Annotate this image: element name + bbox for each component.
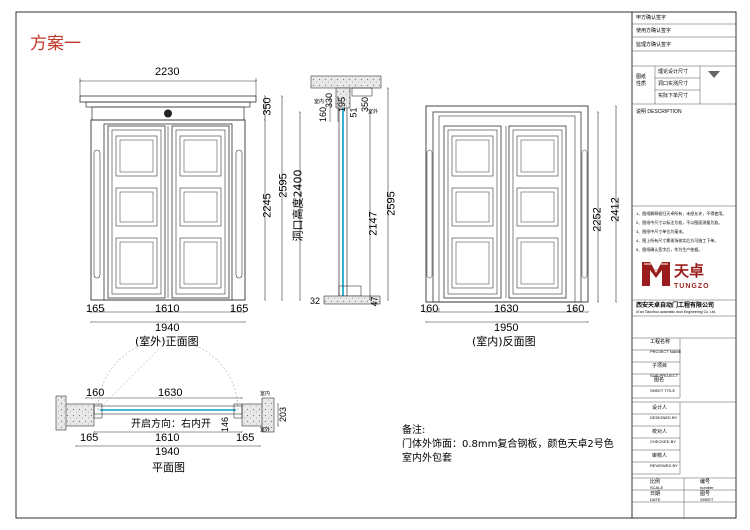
ornament (164, 109, 172, 118)
back-dim-frame-width: 1950 (494, 322, 519, 334)
back-dim-leaves: 1630 (494, 303, 519, 315)
plan-label-outdoor: 室外 (260, 427, 271, 433)
check-item-1: 理论设计尺寸 (658, 69, 689, 75)
note-line-2: 2、图纸中尺寸以标注为准，不以图面测量为准。 (636, 220, 723, 225)
number-label-en: number (700, 485, 714, 490)
front-view-caption: (室外)正面图 (135, 335, 199, 348)
sub-project-label-en: SUB-PROJECT (650, 373, 679, 378)
front-dim-leaves: 1610 (155, 303, 180, 315)
front-dim-height-top: 350 (261, 97, 274, 116)
checked-by-label-en: CHECKED BY (650, 439, 677, 444)
section-view (300, 75, 388, 305)
front-dim-height-leaf: 2245 (261, 193, 274, 218)
section-dim-2147: 2147 (367, 211, 380, 236)
scale-label-en: SCALE (650, 485, 664, 490)
front-dim-left-frame: 165 (86, 303, 105, 315)
plan-dim-160: 160 (86, 387, 105, 399)
front-dim-overall-width: 2230 (155, 66, 180, 78)
front-dim-height-total: 2595 (277, 173, 290, 198)
date-label: 日期 (650, 491, 661, 497)
sheet-no-label: 图号 (700, 491, 711, 497)
title-block (632, 23, 736, 518)
check-item-3: 实际下单尺寸 (658, 93, 689, 99)
plan-view (55, 339, 278, 446)
section-dim-160: 160 (318, 106, 329, 123)
confirm-row-3: 监理方确认签字 (636, 42, 672, 48)
company-en: Xi'an Tianzhuo automatic door Engineerin… (636, 310, 716, 314)
sub-project-label: 子项目 (652, 363, 668, 369)
scheme-title: 方案一 (30, 34, 81, 54)
plan-dim-165-right: 165 (236, 432, 255, 444)
section-dim-350: 350 (360, 96, 371, 113)
front-dim-frame-width: 1940 (155, 322, 180, 334)
back-dim-right-frame: 160 (566, 303, 585, 315)
plan-label-indoor: 室内 (260, 391, 271, 397)
designed-by-label-en: DESIGNED BY (650, 415, 678, 420)
checked-by-label: 校对人 (652, 429, 668, 435)
check-item-2: 洞口实测尺寸 (658, 81, 689, 87)
note-line-4: 4、图上所有尺寸需现场核实后方可施工下单。 (636, 238, 719, 243)
back-view (426, 106, 616, 322)
notes-line-2: 室内外包套 (402, 453, 452, 464)
plan-opening-direction: 开启方向：右内开 (131, 419, 211, 430)
reviewed-by-label: 审核人 (652, 453, 668, 459)
date-label-en: DATE (650, 497, 661, 502)
plan-dim-146: 146 (220, 416, 231, 433)
company-logo (642, 262, 670, 286)
number-label: 编号 (700, 479, 711, 485)
section-dim-195: 195 (337, 96, 348, 113)
section-dim-opening-height: 洞口高度2400 (291, 169, 305, 242)
brand-en: TUNGZO (674, 283, 710, 290)
back-dim-height-leaf: 2252 (591, 207, 604, 232)
back-view-caption: (室内)反面图 (472, 335, 536, 348)
dropdown-triangle-icon (708, 71, 720, 78)
section-dim-2595: 2595 (385, 191, 398, 216)
scale-label: 比例 (650, 479, 661, 485)
notes-title: 备注: (402, 425, 426, 436)
plan-dim-165-left: 165 (80, 432, 99, 444)
note-line-1: 1、图纸解释权归天卓所有，未经允许，不得使用。 (636, 211, 727, 216)
front-view (80, 78, 282, 322)
section-dim-330: 330 (324, 92, 335, 109)
company-cn: 西安天卓自动门工程有限公司 (636, 303, 715, 309)
designed-by-label: 设计人 (652, 405, 668, 411)
plan-dim-203: 203 (278, 406, 289, 423)
plan-dim-1610: 1610 (155, 432, 180, 444)
project-name-label: 工程名称 (650, 339, 671, 345)
sheet-title-label: 图名 (654, 377, 665, 383)
description-label: 说明 DESCRIPTION (636, 109, 682, 115)
section-label-outdoor: 室外 (368, 109, 379, 115)
note-line-5: 5、图纸确认签字后，作为生产依据。 (636, 247, 703, 252)
sheet-no-label-en: SHEET (700, 497, 714, 502)
note-line-3: 3、图纸中尺寸单位为毫米。 (636, 229, 687, 234)
front-dim-right-frame: 165 (230, 303, 249, 315)
sheet-border (15, 11, 737, 519)
brand-cn: 天卓 (674, 262, 705, 280)
section-dim-32: 32 (310, 296, 321, 306)
section-label-indoor: 室内 (314, 99, 325, 105)
plan-view-caption: 平面图 (152, 461, 185, 474)
project-name-label-en: PROJECT NAME (650, 349, 682, 354)
reviewed-by-label-en: REVIEWED BY (650, 463, 678, 468)
back-dim-left-frame: 160 (420, 303, 439, 315)
confirm-row-2: 使用方确认签字 (636, 28, 672, 34)
sheet-title-label-en: SHEET TITLE (650, 388, 676, 393)
section-dim-47: 47 (369, 296, 380, 307)
plan-dim-1630: 1630 (158, 387, 183, 399)
section-dim-51: 51 (348, 107, 359, 118)
notes-line-1: 门体外饰面：0.8mm复合钢板，颜色天卓2号色 (402, 439, 614, 450)
confirm-row-1: 甲方确认签字 (636, 15, 667, 21)
plan-dim-1940: 1940 (155, 446, 180, 458)
drawing-nature-label: 图纸 性质 (636, 74, 647, 87)
back-dim-height-total: 2412 (609, 197, 622, 222)
